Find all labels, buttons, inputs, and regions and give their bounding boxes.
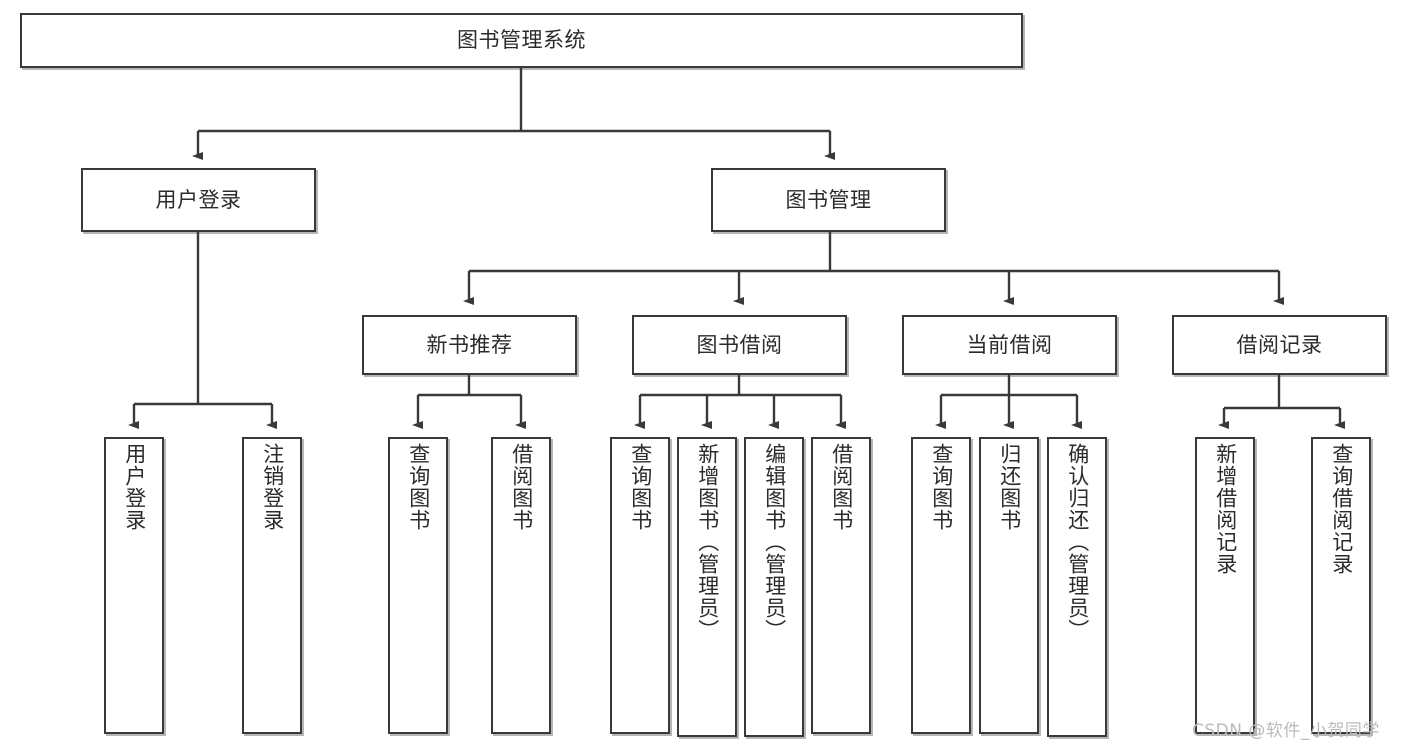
leaf-bookborrow-borrow-book[interactable]: 借阅图书 [811, 437, 871, 734]
leaf-borrowrecord-add-record[interactable]: 新增借阅记录 [1195, 437, 1255, 734]
node-borrow-record[interactable]: 借阅记录 [1172, 315, 1387, 375]
leaf-borrowrecord-query-record[interactable]: 查询借阅记录 [1311, 437, 1371, 734]
node-label: 新增图书（管理员） [695, 443, 720, 641]
node-book-borrow[interactable]: 图书借阅 [632, 315, 847, 375]
leaf-bookborrow-query-book[interactable]: 查询图书 [610, 437, 670, 734]
node-book-management[interactable]: 图书管理 [711, 168, 946, 232]
node-label: 确认归还（管理员） [1065, 443, 1090, 641]
node-label: 借阅图书 [509, 443, 534, 531]
node-user-login[interactable]: 用户登录 [81, 168, 316, 232]
node-new-book-recommend[interactable]: 新书推荐 [362, 315, 577, 375]
node-current-borrow[interactable]: 当前借阅 [902, 315, 1117, 375]
node-label: 归还图书 [997, 443, 1022, 531]
leaf-newbook-borrow-book[interactable]: 借阅图书 [491, 437, 551, 734]
leaf-currentborrow-query-book[interactable]: 查询图书 [911, 437, 971, 734]
node-label: 查询图书 [406, 443, 431, 531]
watermark-credit: CSDN @软件_小贺同学 [1192, 721, 1380, 741]
node-label: 查询图书 [929, 443, 954, 531]
node-label: 借阅图书 [829, 443, 854, 531]
node-label: 用户登录 [122, 443, 147, 531]
leaf-bookborrow-edit-book-admin[interactable]: 编辑图书（管理员） [744, 437, 804, 737]
leaf-currentborrow-return-book[interactable]: 归还图书 [979, 437, 1039, 734]
leaf-user-login-logout[interactable]: 注销登录 [242, 437, 302, 734]
node-label: 图书管理 [785, 187, 872, 212]
node-label: 查询借阅记录 [1329, 443, 1354, 575]
node-label: 新增借阅记录 [1213, 443, 1238, 575]
node-label: 查询图书 [628, 443, 653, 531]
node-label: 注销登录 [260, 443, 285, 531]
node-label: 新书推荐 [426, 332, 513, 357]
leaf-user-login-login[interactable]: 用户登录 [104, 437, 164, 734]
node-label: 借阅记录 [1236, 332, 1323, 357]
node-label: 编辑图书（管理员） [762, 443, 787, 641]
node-label: 图书借阅 [696, 332, 783, 357]
leaf-newbook-query-book[interactable]: 查询图书 [388, 437, 448, 734]
leaf-bookborrow-add-book-admin[interactable]: 新增图书（管理员） [677, 437, 737, 737]
leaf-currentborrow-confirm-return-admin[interactable]: 确认归还（管理员） [1047, 437, 1107, 737]
node-root-system[interactable]: 图书管理系统 [20, 13, 1023, 68]
node-label: 当前借阅 [966, 332, 1053, 357]
node-label: 用户登录 [155, 187, 242, 212]
node-label: 图书管理系统 [457, 28, 586, 53]
